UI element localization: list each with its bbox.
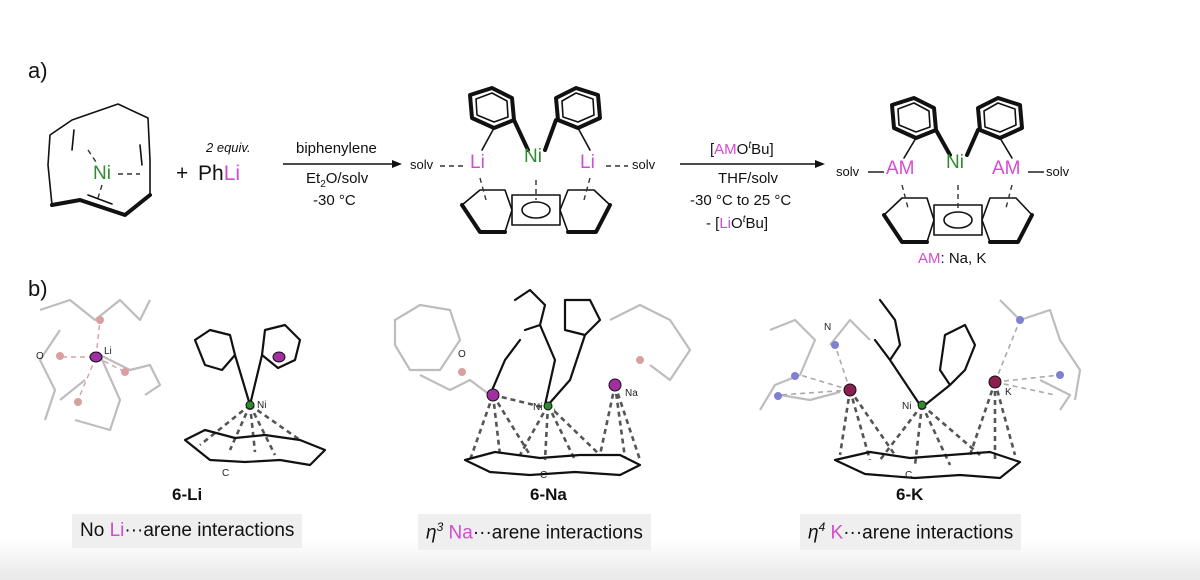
step2-bracket: [	[710, 141, 715, 158]
caption-k-rest: ···arene interactions	[843, 522, 1014, 544]
step2-am: AM	[714, 141, 737, 158]
k-label-ni: Ni	[902, 401, 912, 412]
prod-left-am: AM	[886, 158, 915, 179]
am-note-metal: AM	[918, 250, 941, 267]
na-label-c: C	[540, 470, 548, 481]
plus-sign: +	[176, 162, 189, 185]
equiv-label: 2 equiv.	[206, 140, 251, 155]
reagent-metal: Li	[223, 162, 241, 185]
step2-o2: O	[731, 215, 743, 232]
reagent-phli: PhLi	[198, 162, 240, 186]
k-label-n: N	[824, 322, 832, 333]
crystal-structure-6-k	[759, 298, 1082, 480]
intermediate-structure	[440, 86, 628, 234]
step1-et: Et	[306, 170, 321, 187]
caption-6-na: η3 Na···arene interactions	[418, 514, 651, 551]
crystal-structure-6-li	[38, 298, 327, 467]
step1-sub2: 2	[320, 179, 326, 190]
step1-line3: -30 °C	[313, 192, 356, 209]
na-label-ni: Ni	[533, 402, 543, 413]
step2-line4: - [LiOtBu]	[706, 214, 768, 232]
li-label-o: O	[36, 351, 44, 362]
caption-6-li: No Li···arene interactions	[72, 514, 303, 548]
int-right-li: Li	[580, 152, 595, 173]
product-structure	[868, 96, 1044, 244]
li-label-ni: Ni	[257, 400, 267, 411]
step2-li: Li	[719, 215, 732, 232]
caption-na-rest: ···arene interactions	[472, 522, 643, 544]
am-note: AM: Na, K	[918, 250, 986, 267]
int-left-solv: solv	[410, 157, 434, 172]
int-ni: Ni	[524, 146, 542, 167]
step2-o: O	[736, 141, 749, 158]
panel-label-b: b)	[28, 276, 48, 301]
caption-k-metal: K	[825, 522, 844, 544]
am-note-rest: : Na, K	[940, 250, 987, 267]
step1-line2: Et2O/solv	[306, 170, 368, 190]
ni-cdt-structure	[47, 103, 152, 217]
reactant-ni-label: Ni	[93, 163, 111, 184]
li-label-li: Li	[104, 346, 112, 357]
prod-ni: Ni	[946, 152, 964, 173]
compound-6-na: 6-Na	[530, 485, 567, 504]
na-label-o: O	[458, 349, 466, 360]
k-label-k: K	[1005, 387, 1012, 398]
caption-li-rest: ···arene interactions	[124, 520, 295, 541]
na-label-na: Na	[625, 388, 638, 399]
step2-line1: [AMOtBu]	[710, 140, 774, 158]
caption-k-hapticity: 4	[818, 520, 826, 534]
compound-6-li: 6-Li	[172, 485, 203, 504]
prod-right-am: AM	[992, 158, 1021, 179]
caption-na-hapticity: 3	[436, 520, 444, 534]
prod-right-solv: solv	[1046, 164, 1070, 179]
panel-label-a: a)	[28, 58, 48, 83]
step2-line3: -30 °C to 25 °C	[690, 192, 792, 209]
step2-t2: t	[742, 214, 746, 225]
k-label-c: C	[905, 470, 913, 481]
prod-left-solv: solv	[836, 164, 860, 179]
step2-minus: - [	[706, 215, 720, 232]
li-label-c: C	[222, 468, 230, 479]
step2-t: t	[748, 140, 752, 151]
caption-na-metal: Na	[443, 522, 473, 544]
reagent-prefix: Ph	[198, 162, 224, 185]
int-left-li: Li	[470, 152, 485, 173]
caption-k-eta: η	[808, 522, 819, 544]
caption-6-k: η4 K···arene interactions	[800, 514, 1022, 551]
caption-li-metal: Li	[109, 520, 125, 541]
caption-na-eta: η	[426, 522, 437, 544]
int-right-solv: solv	[632, 157, 656, 172]
compound-6-k: 6-K	[896, 485, 924, 504]
step2-bu: Bu]	[751, 141, 774, 158]
step1-o-solv: O/solv	[325, 170, 369, 187]
step2-bu2: Bu]	[745, 215, 768, 232]
step2-line2: THF/solv	[718, 170, 778, 187]
step1-line1: biphenylene	[296, 140, 377, 157]
crystal-structure-6-na	[393, 288, 692, 477]
caption-li-prefix: No	[80, 520, 110, 541]
